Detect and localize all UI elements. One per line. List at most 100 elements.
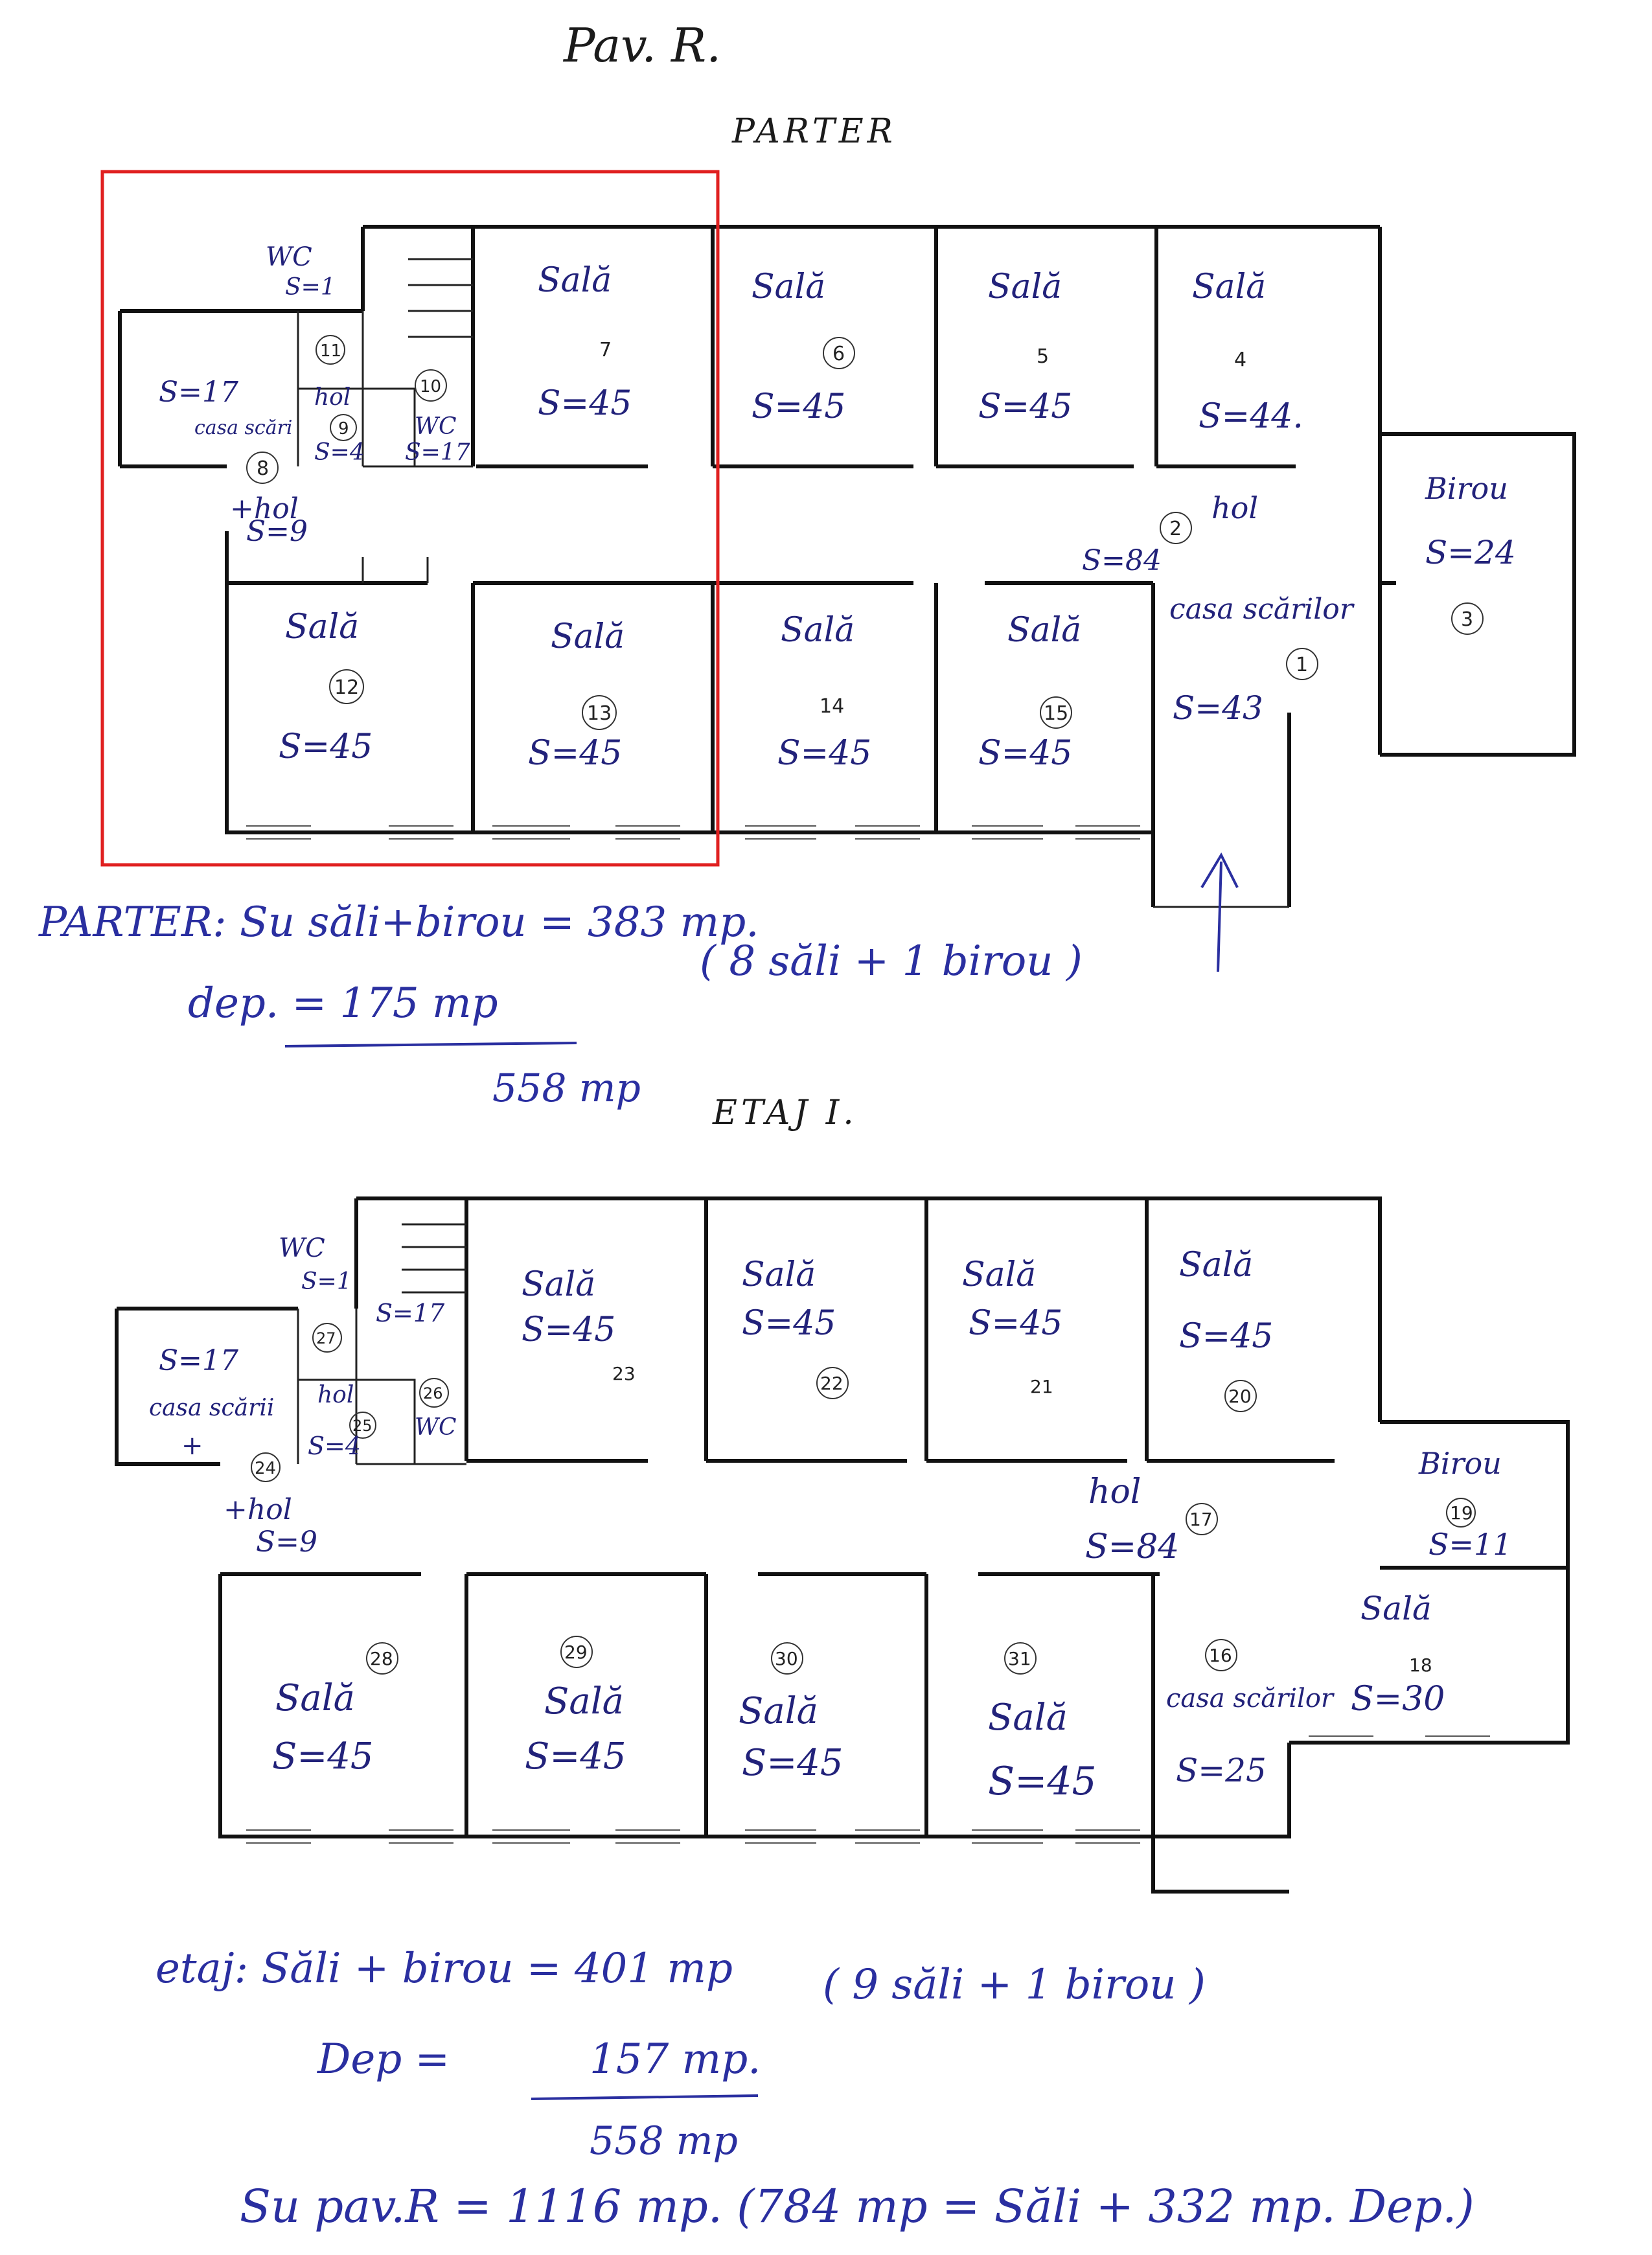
svg-text:S=84: S=84 (1085, 1528, 1179, 1566)
svg-text:+hol: +hol (230, 492, 299, 525)
svg-text:9: 9 (338, 419, 349, 439)
first-floor-title: ETAJ I. (712, 1093, 858, 1132)
pavilion-title: Pav. R. (562, 18, 721, 73)
svg-text:Sală: Sală (988, 1697, 1068, 1739)
svg-text:29: 29 (564, 1642, 588, 1663)
svg-text:WC: WC (415, 413, 457, 440)
pavilion-summary: Su pav.R = 1116 mp. (784 mp = Săli + 332… (240, 2180, 1474, 2233)
first-room-29: 29 Sală S=45 (525, 1636, 626, 1778)
svg-text:+: + (181, 1431, 203, 1461)
ground-room-12: Sală 12 S=45 (279, 608, 373, 766)
ground-room-13: Sală 13 S=45 (528, 617, 625, 773)
parter-total: 558 mp (492, 1066, 641, 1111)
parter-rooms-count: ( 8 săli + 1 birou ) (700, 937, 1083, 985)
first-room-19: Birou 19 S=11 (1418, 1446, 1512, 1562)
svg-text:28: 28 (370, 1648, 393, 1669)
ground-room-6: Sală 6 S=45 (751, 268, 855, 426)
svg-text:25: 25 (352, 1417, 373, 1435)
svg-text:S=84: S=84 (1082, 544, 1162, 577)
first-room-23: Sală S=45 23 (522, 1265, 636, 1384)
svg-text:S=9: S=9 (246, 515, 308, 548)
etaj-dep-label: Dep = (317, 2035, 450, 2083)
svg-text:S=1: S=1 (301, 1268, 352, 1295)
svg-text:WC: WC (266, 242, 312, 272)
first-room-28: 28 Sală S=45 (272, 1642, 398, 1778)
svg-text:18: 18 (1409, 1654, 1432, 1676)
etaj-total: 558 mp (590, 2118, 738, 2164)
svg-text:S=45: S=45 (978, 387, 1072, 426)
first-room-21: Sală S=45 21 (962, 1255, 1062, 1397)
svg-text:Sală: Sală (1179, 1246, 1253, 1285)
ground-room-11: WC S=1 11 (266, 242, 345, 365)
svg-text:30: 30 (775, 1648, 798, 1669)
svg-text:hol: hol (1088, 1472, 1141, 1511)
first-floor-plan (115, 1196, 1570, 1894)
svg-text:S=11: S=11 (1428, 1527, 1512, 1562)
svg-text:S=45: S=45 (969, 1304, 1062, 1343)
ground-room-14: Sală 14 S=45 (777, 611, 871, 773)
first-room-25: hol 25 S=4 (308, 1382, 376, 1460)
ground-room-9: hol 9 S=4 (314, 384, 365, 466)
svg-text:casa scării: casa scării (149, 1395, 274, 1421)
svg-text:Sală: Sală (1192, 268, 1266, 306)
svg-text:hol: hol (1211, 490, 1258, 525)
svg-text:S=45: S=45 (525, 1735, 626, 1778)
svg-text:S=45: S=45 (538, 384, 632, 423)
ground-room-15: Sală 15 S=45 (978, 611, 1081, 773)
svg-text:S=45: S=45 (272, 1735, 374, 1778)
svg-text:8: 8 (257, 457, 269, 480)
svg-text:24: 24 (255, 1459, 276, 1478)
svg-text:S=45: S=45 (777, 734, 871, 773)
ground-room-1: casa scărilor 1 S=43 (1169, 593, 1355, 727)
svg-text:hol: hol (317, 1382, 354, 1408)
etaj-summary: etaj: Săli + birou = 401 mp (155, 1945, 733, 1993)
svg-text:S=45: S=45 (522, 1311, 615, 1349)
svg-text:S=45: S=45 (742, 1304, 836, 1343)
svg-text:17: 17 (1189, 1509, 1213, 1530)
parter-dep: dep. = 175 mp (188, 979, 498, 1027)
svg-text:7: 7 (599, 339, 612, 361)
svg-text:31: 31 (1008, 1648, 1031, 1669)
svg-text:Sală: Sală (285, 608, 359, 647)
svg-text:13: 13 (587, 702, 612, 725)
ground-floor-title: PARTER (731, 112, 897, 151)
svg-text:Sală: Sală (551, 617, 625, 656)
svg-text:6: 6 (832, 343, 845, 365)
ground-room-4: Sală 4 S=44. (1192, 268, 1303, 436)
svg-text:Sală: Sală (739, 1690, 818, 1732)
svg-text:S=4: S=4 (314, 439, 365, 466)
svg-text:16: 16 (1209, 1645, 1232, 1666)
svg-text:S=45: S=45 (528, 734, 622, 773)
svg-text:4: 4 (1234, 349, 1246, 371)
svg-text:22: 22 (820, 1373, 843, 1394)
svg-text:10: 10 (420, 377, 441, 396)
svg-text:Sală: Sală (962, 1255, 1036, 1294)
svg-text:S=25: S=25 (1176, 1752, 1267, 1789)
ground-room-10: 10 WC S=17 (405, 369, 470, 466)
svg-text:casa scărilor: casa scărilor (1169, 593, 1355, 626)
svg-text:S=17: S=17 (376, 1299, 445, 1327)
svg-text:S=4: S=4 (308, 1432, 361, 1460)
svg-text:casa scărilor: casa scărilor (1166, 1684, 1335, 1713)
ground-room-8: S=17 casa scări 8 +hol S=9 (159, 376, 308, 548)
svg-text:Sală: Sală (522, 1265, 595, 1304)
svg-text:S=43: S=43 (1173, 689, 1263, 727)
svg-text:11: 11 (320, 341, 341, 361)
svg-text:20: 20 (1228, 1386, 1252, 1407)
parter-summary: PARTER: Su săli+birou = 383 mp. (38, 899, 759, 946)
svg-text:19: 19 (1450, 1502, 1473, 1524)
ground-room-2: 2 hol S=84 (1082, 490, 1258, 577)
svg-text:1: 1 (1296, 654, 1308, 676)
svg-text:S=17: S=17 (159, 376, 238, 409)
ground-room-7: Sală 7 S=45 (538, 261, 632, 423)
first-room-30: 30 Sală S=45 (739, 1642, 843, 1784)
svg-text:casa scări: casa scări (194, 417, 293, 439)
svg-text:WC: WC (415, 1414, 457, 1441)
svg-text:S=45: S=45 (978, 734, 1072, 773)
svg-text:S=45: S=45 (751, 387, 845, 426)
ground-floor-plan (118, 225, 1576, 972)
first-room-31: 31 Sală S=45 (988, 1642, 1097, 1804)
svg-text:S=30: S=30 (1351, 1680, 1445, 1719)
svg-text:12: 12 (334, 676, 359, 699)
